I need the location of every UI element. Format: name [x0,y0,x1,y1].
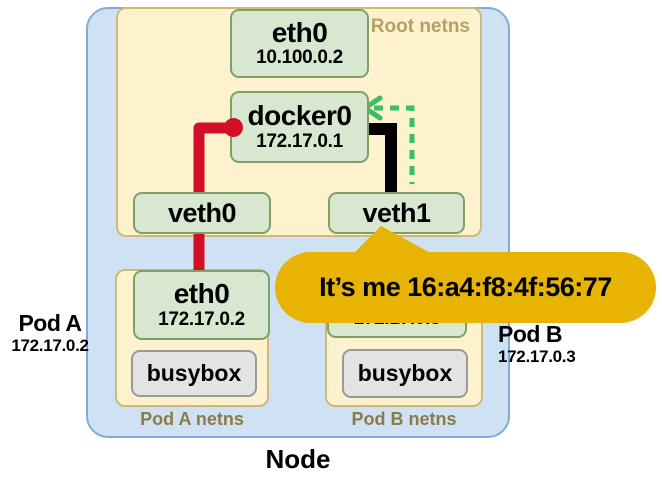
docker0-name: docker0 [247,100,352,132]
pod-b-title: Pod B [498,321,562,347]
pod-a-netns-label: Pod A netns [140,409,244,429]
veth0-label: veth0 [167,197,237,228]
veth1-label: veth1 [362,197,431,228]
node-label: Node [265,444,331,474]
root-netns-label: Root netns [370,16,470,37]
pod-a-busybox-label: busybox [146,360,242,386]
veth1-box: veth1 [328,192,465,234]
pod-a-eth0-name: eth0 [173,278,230,310]
green-dashed-packet-path [374,105,415,184]
pod-b-busybox-label: busybox [357,360,453,386]
veth0-box: veth0 [133,192,271,234]
pod-a-title: Pod A [18,310,82,336]
speech-bubble-text: It’s me 16:a4:f8:4f:56:77 [319,272,612,302]
root-eth0-ip: 10.100.0.2 [256,47,343,69]
docker0-bridge-box: docker0 172.17.0.1 [230,91,369,163]
pod-b-ip: 172.17.0.3 [498,347,576,367]
speech-bubble: It’s me 16:a4:f8:4f:56:77 [275,252,656,323]
pod-a-outside-label: Pod A 172.17.0.2 [0,310,100,356]
pod-b-busybox-box: busybox [342,349,468,398]
pod-a-busybox-box: busybox [131,350,257,397]
pod-a-eth0-box: eth0 172.17.0.2 [133,270,270,340]
root-eth0-name: eth0 [271,16,328,48]
black-veth-pair-line [368,123,397,194]
pod-a-ip: 172.17.0.2 [11,336,89,356]
pod-b-netns-label: Pod B netns [351,409,457,429]
pod-a-eth0-ip: 172.17.0.2 [158,308,245,330]
root-eth0-box: eth0 10.100.0.2 [230,9,369,78]
docker0-ip: 172.17.0.1 [256,130,343,152]
red-link-endpoint-dot [224,118,243,137]
pod-b-outside-label: Pod B 172.17.0.3 [498,321,608,367]
